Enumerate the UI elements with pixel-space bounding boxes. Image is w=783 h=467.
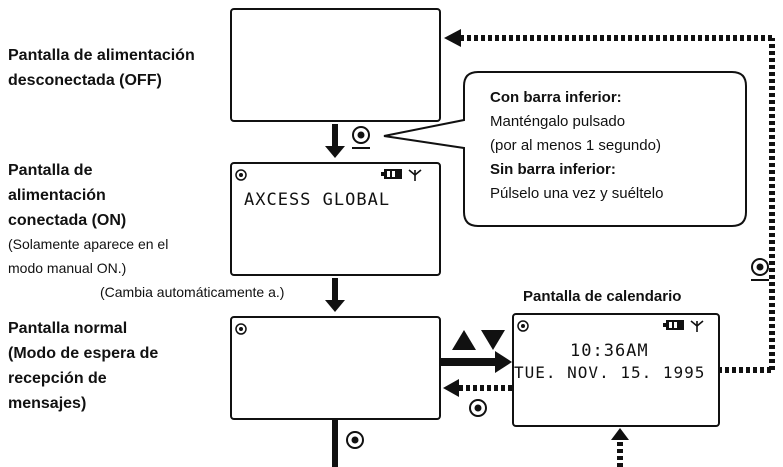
select-button-icon: [235, 169, 247, 181]
calendar-date: TUE. NOV. 15. 1995: [514, 363, 706, 382]
select-button-icon: [751, 258, 769, 281]
battery-icon: [663, 320, 684, 330]
arrow-normal-to-calendar: [441, 351, 512, 373]
dotted-loop-calendar-to-off: [444, 29, 775, 373]
on-screen-label-line3: conectada (ON): [8, 212, 127, 229]
dotted-up-arrow: [611, 428, 629, 467]
on-screen-note-line2: modo manual ON.): [8, 260, 127, 276]
normal-screen-sub-line1: (Modo de espera de: [8, 345, 159, 362]
on-screen-label-line2: alimentación: [8, 187, 106, 204]
line-normal-down: [332, 420, 338, 467]
normal-screen: [230, 316, 441, 420]
on-screen-label-line1: Pantalla de: [8, 162, 93, 179]
on-screen-note-line1: (Solamente aparece en el: [8, 236, 169, 252]
bubble-with-bar-line1: Manténgalo pulsado: [490, 113, 626, 130]
bubble-with-bar-title: Con barra inferior:: [490, 89, 622, 106]
arrow-calendar-to-normal: [443, 379, 512, 397]
bubble-without-bar-title: Sin barra inferior:: [490, 161, 616, 178]
off-screen: [230, 8, 441, 122]
select-button-icon: [469, 399, 487, 417]
calendar-time: 10:36AM: [570, 341, 649, 361]
calendar-screen: 10:36AM TUE. NOV. 15. 1995: [512, 313, 720, 427]
down-arrow-icon: [481, 330, 505, 350]
select-button-icon: [346, 431, 364, 449]
calendar-screen-label: Pantalla de calendario: [523, 288, 682, 305]
bubble-with-bar-line2: (por al menos 1 segundo): [490, 137, 661, 154]
antenna-icon: [690, 320, 704, 332]
auto-change-note: (Cambia automáticamente a.): [100, 284, 285, 300]
normal-screen-sub-line2: recepción de: [8, 370, 107, 387]
off-screen-label: Pantalla de alimentación desconectada (O…: [8, 47, 195, 89]
on-screen: AXCESS GLOBAL: [230, 162, 441, 276]
up-arrow-icon: [452, 330, 476, 350]
bubble-outline: [383, 71, 747, 227]
arrow-on-to-normal: [325, 278, 345, 312]
on-screen-text: AXCESS GLOBAL: [244, 190, 391, 210]
arrow-off-to-on: [325, 124, 345, 158]
select-button-icon: [235, 323, 247, 335]
antenna-icon: [408, 169, 422, 181]
battery-icon: [381, 169, 402, 179]
select-button-icon: [517, 320, 529, 332]
normal-screen-sub-line3: mensajes): [8, 395, 87, 412]
normal-screen-label: Pantalla normal: [8, 320, 128, 337]
select-button-icon: [352, 126, 370, 149]
bubble-without-bar-line: Púlselo una vez y suéltelo: [490, 185, 664, 202]
